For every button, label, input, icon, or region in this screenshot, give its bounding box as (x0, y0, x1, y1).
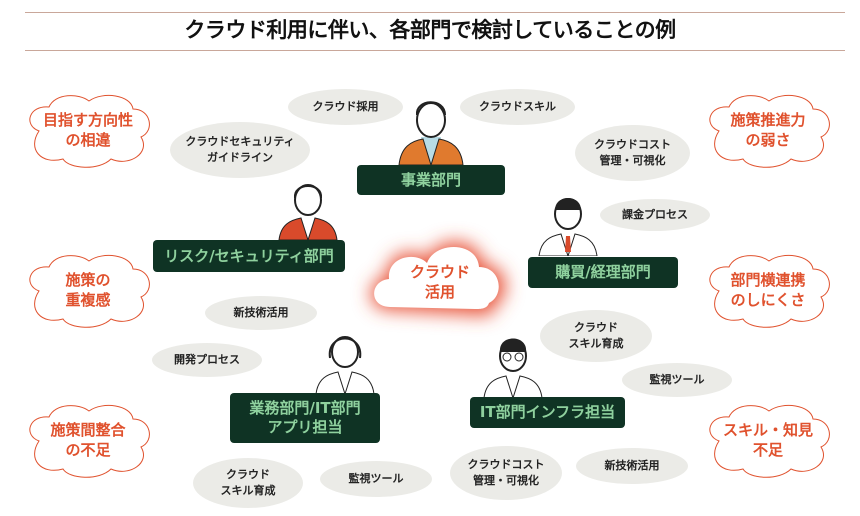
bottom-rule (25, 50, 845, 51)
bubble-topic: クラウドセキュリティ ガイドライン (170, 122, 310, 178)
person-business-icon (398, 101, 464, 165)
bubble-topic: 新技術活用 (576, 448, 688, 484)
bubble-topic: 監視ツール (622, 363, 732, 397)
concern-text: 部門横連携 のしにくさ (730, 271, 806, 309)
person-risk-icon (278, 184, 338, 240)
cloud-icon (370, 241, 506, 316)
concern-alignment: 施策間整合 の不足 (19, 401, 157, 479)
dept-risk-security: リスク/セキュリティ部門 (153, 240, 345, 272)
bubble-topic: クラウドコスト 管理・可視化 (450, 446, 562, 500)
top-rule (25, 12, 845, 13)
bubble-topic: 監視ツール (320, 461, 432, 497)
bubble-topic: クラウドスキル (460, 89, 575, 125)
concern-text: 目指す方向性 の相違 (42, 111, 133, 149)
concern-text: スキル・知見 不足 (722, 421, 813, 459)
concern-drive: 施策推進力 の弱さ (699, 91, 837, 169)
concern-text: 施策の 重複感 (65, 271, 111, 309)
bubble-topic: クラウド スキル育成 (540, 310, 652, 362)
concern-text: 施策間整合 の不足 (50, 421, 126, 459)
person-infra-icon (483, 338, 543, 398)
bubble-topic: クラウドコスト 管理・可視化 (575, 125, 690, 181)
dept-business: 事業部門 (357, 165, 505, 195)
person-purchasing-icon (538, 198, 598, 256)
dept-app: 業務部門/IT部門 アプリ担当 (230, 393, 380, 443)
bubble-topic: 開発プロセス (152, 343, 262, 377)
concern-collaboration: 部門横連携 のしにくさ (699, 251, 837, 329)
bubble-topic: クラウド採用 (288, 89, 403, 125)
concern-skills: スキル・知見 不足 (699, 401, 837, 479)
bubble-topic: 新技術活用 (205, 296, 317, 330)
bubble-topic: クラウド スキル育成 (193, 458, 303, 508)
concern-text: 施策推進力 の弱さ (730, 111, 806, 149)
concern-overlap: 施策の 重複感 (19, 251, 157, 329)
page-title: クラウド利用に伴い、各部門で検討していることの例 (184, 18, 676, 42)
dept-purchasing-accounting: 購買/経理部門 (528, 257, 678, 288)
center-label: クラウド 活用 (409, 263, 470, 301)
bubble-topic: 課金プロセス (600, 199, 710, 231)
concern-direction: 目指す方向性 の相違 (19, 91, 157, 169)
dept-it-infra: IT部門インフラ担当 (470, 397, 625, 428)
person-app-icon (315, 336, 375, 394)
